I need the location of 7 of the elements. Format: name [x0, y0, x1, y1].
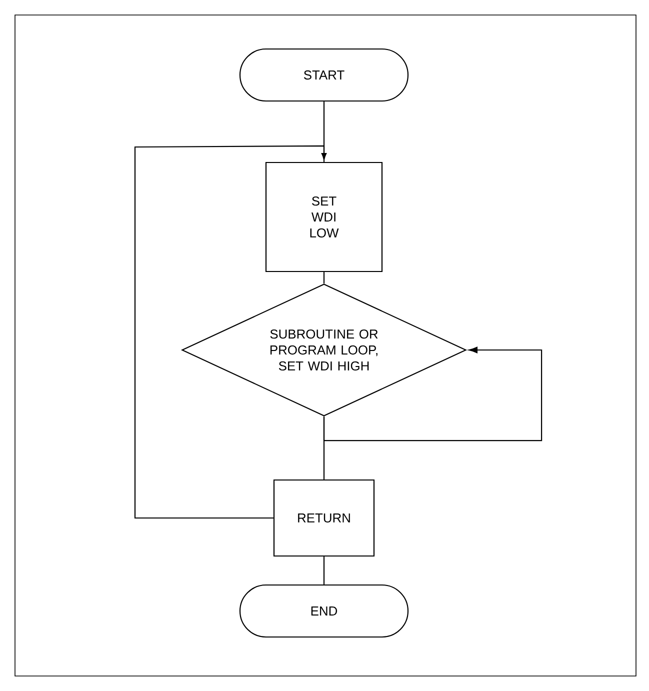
- arrow: [134, 145, 327, 519]
- process-box: RETURN: [273, 479, 375, 557]
- connector-line: [323, 102, 325, 162]
- connector-line: [323, 272, 325, 284]
- arrow: [323, 346, 542, 442]
- connector-line: [323, 556, 325, 584]
- process-box: SET WDI LOW: [265, 162, 383, 272]
